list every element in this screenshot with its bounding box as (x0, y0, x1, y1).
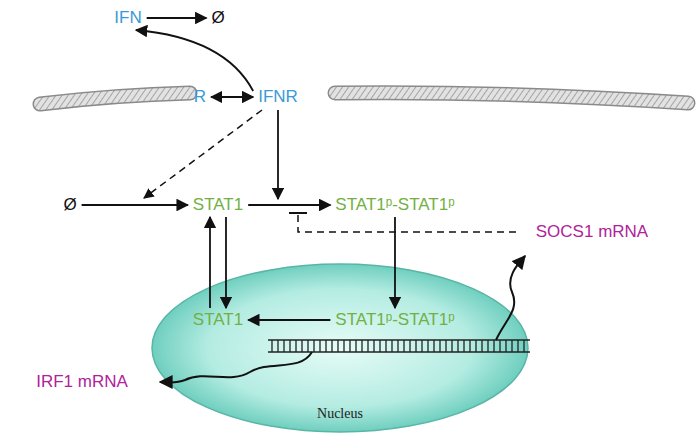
membrane (40, 93, 688, 104)
species-name: IFN (114, 8, 141, 28)
ifnr-synthesis-control (144, 110, 262, 198)
species-name: IFNR (258, 87, 298, 107)
reaction-arrow (209, 217, 211, 308)
species-label: SOCS1 mRNA (533, 221, 651, 243)
species-label: STAT1ᵖ-STAT1ᵖ (332, 309, 457, 331)
species-label: STAT1ᵖ-STAT1ᵖ (332, 194, 457, 216)
species-name: SOCS1 mRNA (536, 222, 648, 242)
species-label: R (191, 86, 209, 108)
irf1-transcript (160, 352, 312, 383)
species-label: STAT1 (190, 194, 246, 216)
species-name: STAT1ᵖ-STAT1ᵖ (335, 195, 454, 215)
dna-ladder (268, 340, 530, 352)
species-label: Ø (60, 194, 79, 216)
reaction-arrow (248, 319, 330, 321)
reaction-arrow (248, 204, 330, 206)
species-label: IFN (111, 7, 144, 29)
nucleus-region: Nucleus STAT1 STAT1ᵖ-STAT1ᵖ (150, 262, 530, 434)
species-name: R (194, 87, 206, 107)
nucleus-ellipse (152, 264, 528, 432)
nucleus-label-holder: Nucleus (150, 404, 530, 424)
reaction-arrow (394, 217, 396, 308)
species-name: STAT1 (193, 195, 243, 215)
species-label: IRF1 mRNA (33, 371, 131, 393)
species-name: STAT1ᵖ-STAT1ᵖ (335, 310, 454, 330)
species-name: STAT1 (193, 310, 243, 330)
reaction-arrow (136, 30, 253, 91)
region-name: Nucleus (317, 406, 363, 421)
socs1-transcript (496, 256, 525, 340)
species-label: STAT1 (190, 309, 246, 331)
reaction-arrow (211, 96, 253, 98)
inhibition-bar (289, 212, 307, 214)
reaction-arrow (82, 204, 188, 206)
species-label: Ø (208, 7, 227, 29)
species-name: Ø (63, 195, 76, 215)
ifnr-catalysis (277, 110, 279, 199)
species-name: IRF1 mRNA (36, 372, 128, 392)
species-name: Ø (211, 8, 224, 28)
reaction-arrow (147, 17, 207, 19)
species-label: IFNR (255, 86, 301, 108)
reaction-arrow (225, 217, 227, 308)
socs1-inhibition (298, 214, 516, 232)
